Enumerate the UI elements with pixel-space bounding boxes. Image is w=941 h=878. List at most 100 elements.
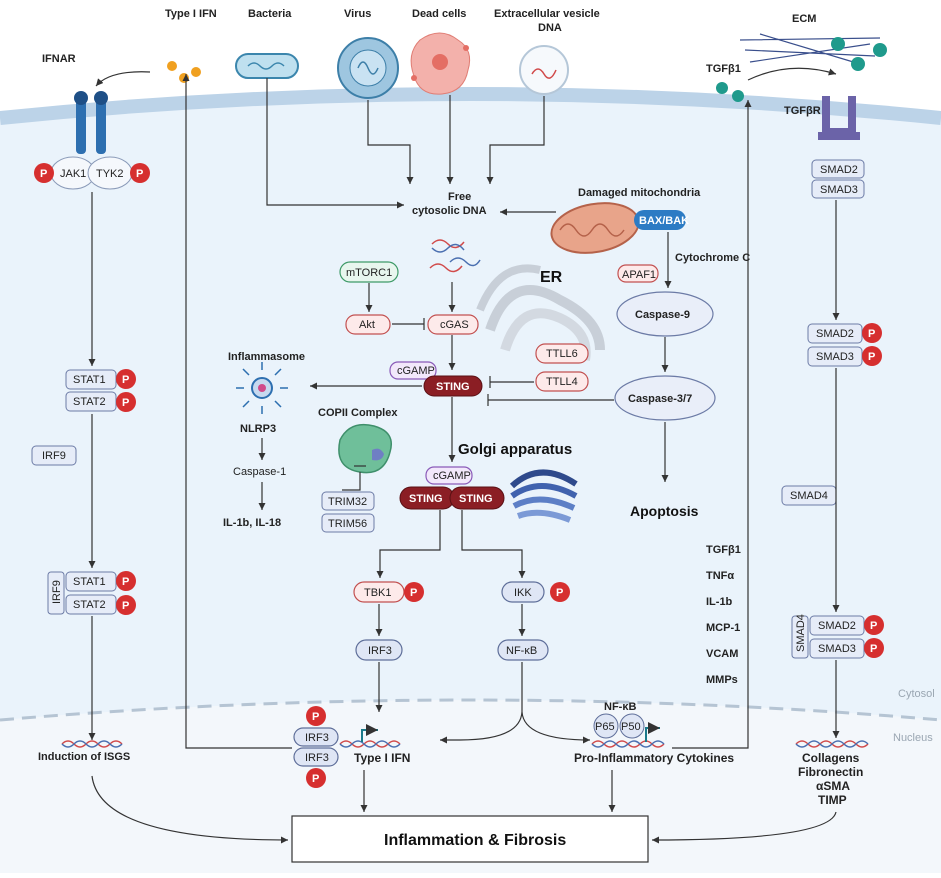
- smad3-label: SMAD3: [820, 184, 858, 196]
- smad2-node: [811, 159, 865, 179]
- irf3-node: [355, 639, 403, 661]
- p-badge-label: P: [122, 397, 129, 409]
- cytosol-label: Cytosol: [898, 688, 935, 700]
- stat2-complex-label: STAT2: [73, 599, 106, 611]
- smad2-complex-label: SMAD2: [818, 620, 856, 632]
- extracellular-vesicle-icon: [519, 45, 569, 95]
- virus-label: Virus: [344, 8, 371, 20]
- p-badge-label: P: [122, 374, 129, 386]
- sting-dimer-left-label: STING: [409, 493, 443, 505]
- smad2-complex-node: [809, 615, 865, 636]
- p-badge-label: P: [870, 643, 877, 655]
- akt-node: [345, 314, 391, 335]
- smad3-complex-node: [809, 638, 865, 659]
- ifn-gene-icon: [339, 724, 401, 748]
- irf9-vertical-label: IRF9: [51, 580, 63, 604]
- sting-dimer-right: [449, 486, 505, 510]
- caspase37-label: Caspase-3/7: [628, 393, 692, 405]
- stat1-label: STAT1: [73, 374, 106, 386]
- nucleus-label: Nucleus: [893, 732, 933, 744]
- caspase1-label: Caspase-1: [233, 466, 286, 478]
- cgamp-label: cGAMP: [397, 365, 435, 377]
- bacteria-label: Bacteria: [248, 8, 292, 20]
- p-badge: [116, 369, 136, 389]
- golgi-label: Golgi apparatus: [458, 441, 572, 458]
- er-icon: [476, 264, 605, 361]
- p-badge: [116, 392, 136, 412]
- smad2-p-label: SMAD2: [816, 328, 854, 340]
- apoptosis-label: Apoptosis: [630, 503, 699, 519]
- nlrp3-label: NLRP3: [240, 423, 276, 435]
- nfkb-label: NF-κB: [506, 645, 537, 657]
- stat2-node: [65, 391, 117, 412]
- nuclear-envelope: [0, 698, 941, 722]
- sting-to-tbk1-arrow: [376, 510, 441, 578]
- p-badge-label: P: [312, 773, 319, 785]
- ifn-to-ifnar-arrow: [95, 71, 151, 87]
- ev-dna-label-1: Extracellular vesicle: [494, 8, 600, 20]
- p50-node: [619, 713, 645, 739]
- cgas-label: cGAS: [440, 319, 469, 331]
- plasma-membrane: [0, 87, 941, 125]
- ev-dna-label-2: DNA: [538, 22, 562, 34]
- p-badge-label: P: [868, 351, 875, 363]
- nucleus-region: [0, 700, 941, 873]
- mtorc1-label: mTORC1: [346, 267, 392, 279]
- type1-ifn-top-label: Type I IFN: [165, 8, 217, 20]
- irf3-dimer-top: [293, 727, 339, 747]
- copii-label: COPII Complex: [318, 407, 398, 419]
- p-badge-label: P: [136, 168, 143, 180]
- timp-label: TIMP: [818, 793, 847, 807]
- stat1-complex-node: [65, 571, 117, 592]
- cytokine-item: TGFβ1: [706, 544, 741, 556]
- irf3-dimer-top-label: IRF3: [305, 732, 329, 744]
- ecm-fibers: [739, 33, 887, 71]
- caspase37-node: [614, 375, 716, 421]
- tgfb1-to-ecm-arrow: [747, 67, 837, 81]
- cytokine-item: TNFα: [706, 570, 734, 582]
- tyk2-label: TYK2: [96, 168, 124, 180]
- smad4-vertical-label: SMAD4: [795, 614, 807, 652]
- bacteria-icon: [235, 53, 299, 79]
- p-badge: [864, 615, 884, 635]
- p65-label: P65: [595, 721, 615, 733]
- virus-to-dna-arrow: [367, 100, 414, 184]
- outcome-box: [291, 815, 649, 863]
- caspase9-node: [616, 291, 714, 337]
- fibrosis-to-outcome-arrow: [651, 811, 837, 844]
- cgas-node: [427, 314, 479, 335]
- dna-fragments-icon: [429, 239, 481, 273]
- bacteria-to-dna-arrow: [266, 78, 404, 209]
- p-badge: [34, 163, 54, 183]
- fibronectin-label: Fibronectin: [798, 765, 863, 779]
- p-badge-label: P: [868, 328, 875, 340]
- type1-ifn-nucleus-label: Type I IFN: [354, 751, 410, 765]
- smad2-p-node: [807, 323, 863, 344]
- p-badge: [404, 582, 424, 602]
- cytokine-item: MMPs: [706, 674, 738, 686]
- isgs-to-outcome-arrow: [91, 775, 289, 844]
- p-badge-label: P: [40, 168, 47, 180]
- cell-cytoplasm: [0, 94, 941, 873]
- sting-node: [423, 375, 483, 397]
- cgamp-golgi-node: [425, 466, 473, 485]
- cytochrome-c-label: Cytochrome C: [675, 252, 750, 264]
- stat2-complex-node: [65, 594, 117, 615]
- smad2-label: SMAD2: [820, 164, 858, 176]
- cgamp-golgi-label: cGAMP: [433, 470, 471, 482]
- ttll6-label: TTLL6: [546, 348, 578, 360]
- sting-label: STING: [436, 381, 470, 393]
- isgs-dna-icon: [61, 740, 123, 748]
- jak1-tyk2-complex: JAK1 TYK2 P P: [34, 156, 150, 190]
- stat1-complex-label: STAT1: [73, 576, 106, 588]
- ttll6-node: [535, 343, 589, 364]
- smad3-complex-label: SMAD3: [818, 643, 856, 655]
- p-badge-label: P: [556, 587, 563, 599]
- tbk1-label: TBK1: [364, 587, 392, 599]
- p-badge-label: P: [870, 620, 877, 632]
- ikk-label: IKK: [514, 587, 532, 599]
- ecm-label: ECM: [792, 13, 816, 25]
- irf3-label: IRF3: [368, 645, 392, 657]
- cytokine-gene-icon: [591, 722, 665, 748]
